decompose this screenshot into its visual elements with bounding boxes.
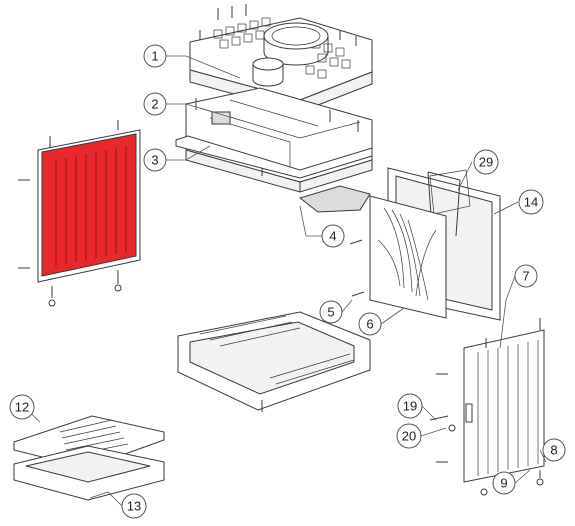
part-5-screws[interactable] xyxy=(349,239,365,297)
part-7-right-side-panel[interactable] xyxy=(463,329,545,483)
part-1-top-cover[interactable] xyxy=(189,4,373,113)
part-8-9-hardware[interactable] xyxy=(436,318,544,496)
callout-20: 20 xyxy=(396,423,422,449)
callout-9: 9 xyxy=(492,471,516,495)
svg-text:5: 5 xyxy=(327,305,334,320)
svg-text:2: 2 xyxy=(151,97,158,112)
leader-lines xyxy=(23,55,547,507)
part-13-ash-pan[interactable] xyxy=(13,445,165,501)
svg-text:29: 29 xyxy=(479,155,493,170)
callout-2: 2 xyxy=(143,92,167,116)
svg-text:12: 12 xyxy=(15,400,29,415)
svg-text:7: 7 xyxy=(522,269,529,284)
svg-text:20: 20 xyxy=(402,429,416,444)
svg-text:1: 1 xyxy=(151,49,158,64)
svg-text:14: 14 xyxy=(524,195,538,210)
part-4-plate[interactable] xyxy=(298,185,371,213)
callout-3: 3 xyxy=(143,148,167,172)
callout-6: 6 xyxy=(358,312,382,336)
svg-text:6: 6 xyxy=(366,317,373,332)
left-side-panel-highlighted[interactable] xyxy=(18,120,141,307)
svg-text:19: 19 xyxy=(403,399,417,414)
callout-14: 14 xyxy=(518,189,544,215)
callout-29: 29 xyxy=(473,149,499,175)
callout-13: 13 xyxy=(121,493,147,519)
part-6-front-panel[interactable] xyxy=(369,195,447,319)
callout-12: 12 xyxy=(9,394,35,420)
callout-1: 1 xyxy=(143,44,167,68)
svg-text:3: 3 xyxy=(151,153,158,168)
callout-7: 7 xyxy=(514,264,538,288)
part-3-firebox-top[interactable] xyxy=(175,135,373,179)
callout-4: 4 xyxy=(321,224,345,248)
callout-8: 8 xyxy=(542,438,566,462)
part-19-20-screw-washer[interactable] xyxy=(429,415,456,432)
svg-text:13: 13 xyxy=(127,499,141,514)
callout-5: 5 xyxy=(319,300,343,324)
callout-19: 19 xyxy=(397,393,423,419)
part-2-inner-frame[interactable] xyxy=(185,87,373,193)
firebox-bottom-tray[interactable] xyxy=(177,311,371,412)
svg-text:9: 9 xyxy=(500,476,507,491)
svg-text:8: 8 xyxy=(550,443,557,458)
svg-text:4: 4 xyxy=(329,229,336,244)
